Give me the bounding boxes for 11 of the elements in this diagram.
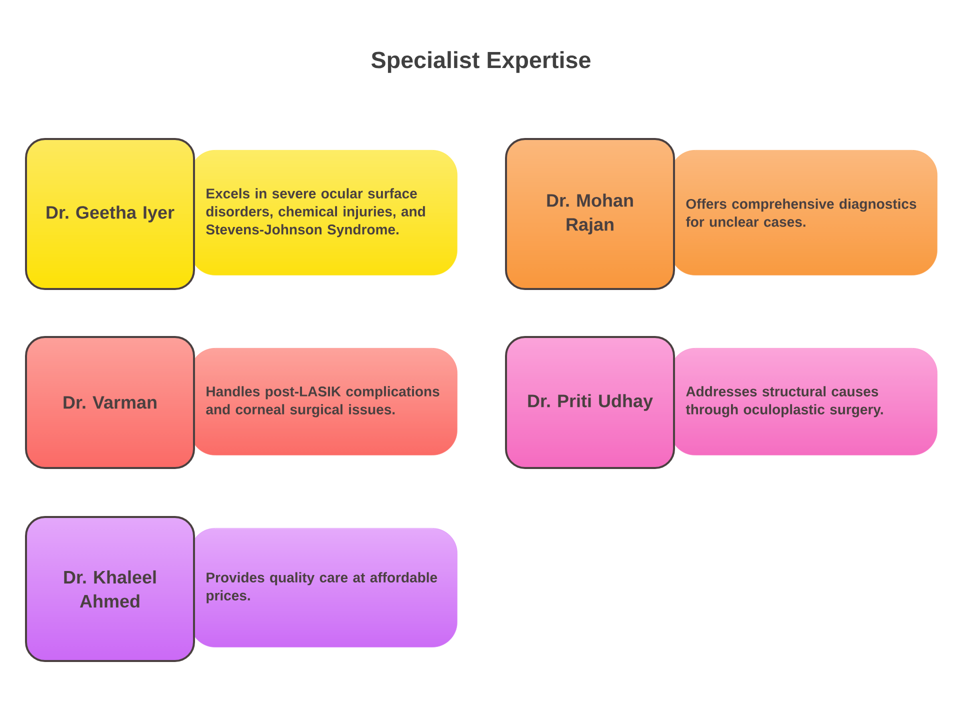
description-band: Addresses structural causes through oculoplastic surgery. xyxy=(670,348,938,456)
description-band: Offers comprehensive diagnostics for unclear cases. xyxy=(670,150,938,276)
title: Specialist Expertise xyxy=(371,51,590,73)
name-box: Dr. Khaleel Ahmed xyxy=(25,516,195,662)
name-box: Dr. Mohan Rajan xyxy=(505,138,675,290)
name-box: Dr. Geetha Iyer xyxy=(25,138,195,290)
description-band: Handles post-LASIK complications and corneal surgical issues. xyxy=(190,348,458,456)
name-box: Dr. Varman xyxy=(25,336,195,469)
description-band: Excels in severe ocular surface disorders, chemical injuries, and Stevens-Johnson Syndrome. xyxy=(190,150,458,276)
description-band: Provides quality care at affordable prices. xyxy=(190,528,458,648)
name-box: Dr. Priti Udhay xyxy=(505,336,675,469)
